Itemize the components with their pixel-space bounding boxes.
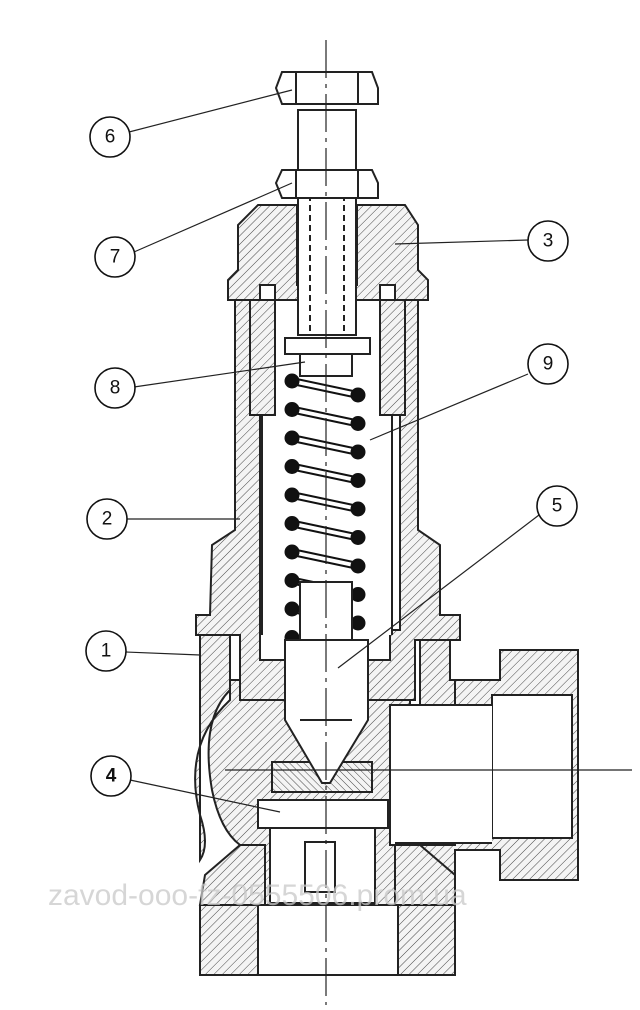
svg-text:7: 7 (110, 247, 121, 268)
spring-coil (291, 519, 359, 536)
spring-coil-section (350, 558, 366, 574)
callout-7: 7 (94, 236, 136, 278)
svg-text:8: 8 (110, 378, 121, 399)
callout-5: 5 (536, 485, 578, 527)
spring-coil-section (350, 587, 366, 602)
spring-coil-section (284, 459, 300, 474)
spring-coil (291, 497, 359, 513)
spring-coil (291, 434, 359, 450)
spring-coil (291, 377, 359, 393)
spring-coil (291, 440, 359, 456)
callout-1: 1 (85, 630, 127, 672)
spring-coil-section (350, 387, 366, 403)
callout-9: 9 (527, 343, 569, 385)
callout-2: 2 (86, 498, 128, 540)
spring-coil-section (350, 530, 366, 545)
spring-coil-section (284, 430, 300, 446)
spring-coil-section (284, 487, 300, 503)
spring-coil (291, 554, 359, 570)
spring-coil-section (284, 573, 300, 588)
svg-text:3: 3 (543, 231, 554, 252)
seat-part-4 (257, 761, 389, 904)
bonnet-part-2 (195, 279, 461, 701)
spring-coil (291, 383, 359, 399)
spring-coil (291, 462, 359, 479)
spring-coil (291, 411, 359, 428)
callout-6: 6 (89, 116, 131, 158)
spring-coil-section (350, 444, 366, 460)
svg-text:1: 1 (101, 641, 112, 662)
spring-coil-section (284, 544, 300, 560)
spring-coil-section (350, 416, 366, 431)
callout-8: 8 (94, 367, 136, 409)
spring-coil (291, 468, 359, 485)
svg-text:2: 2 (102, 509, 113, 530)
spring-coil (291, 491, 359, 507)
spring-coil-section (350, 501, 366, 517)
watermark-text: zavod-ooo-fz-0555506.prom.ua (48, 879, 467, 912)
spring-coil-section (284, 373, 300, 389)
spring-coil (291, 525, 359, 542)
body-part-1 (194, 631, 579, 976)
svg-text:4: 4 (106, 766, 117, 787)
svg-text:6: 6 (105, 127, 116, 148)
leader-lines (125, 89, 540, 813)
spring-coil (291, 405, 359, 422)
spring-coil-section (284, 516, 300, 531)
spring-coil-section (284, 402, 300, 417)
spring-coil-section (284, 601, 300, 617)
svg-text:9: 9 (543, 354, 554, 375)
spring-coil-section (350, 473, 366, 488)
callout-3: 3 (527, 220, 569, 262)
adjusting-screw (274, 71, 379, 336)
callout-4: 4 (90, 755, 132, 797)
spring-plate-part-8 (284, 337, 371, 377)
svg-text:5: 5 (552, 496, 563, 517)
spring-coil (291, 548, 359, 564)
spring-coil-section (350, 615, 366, 631)
